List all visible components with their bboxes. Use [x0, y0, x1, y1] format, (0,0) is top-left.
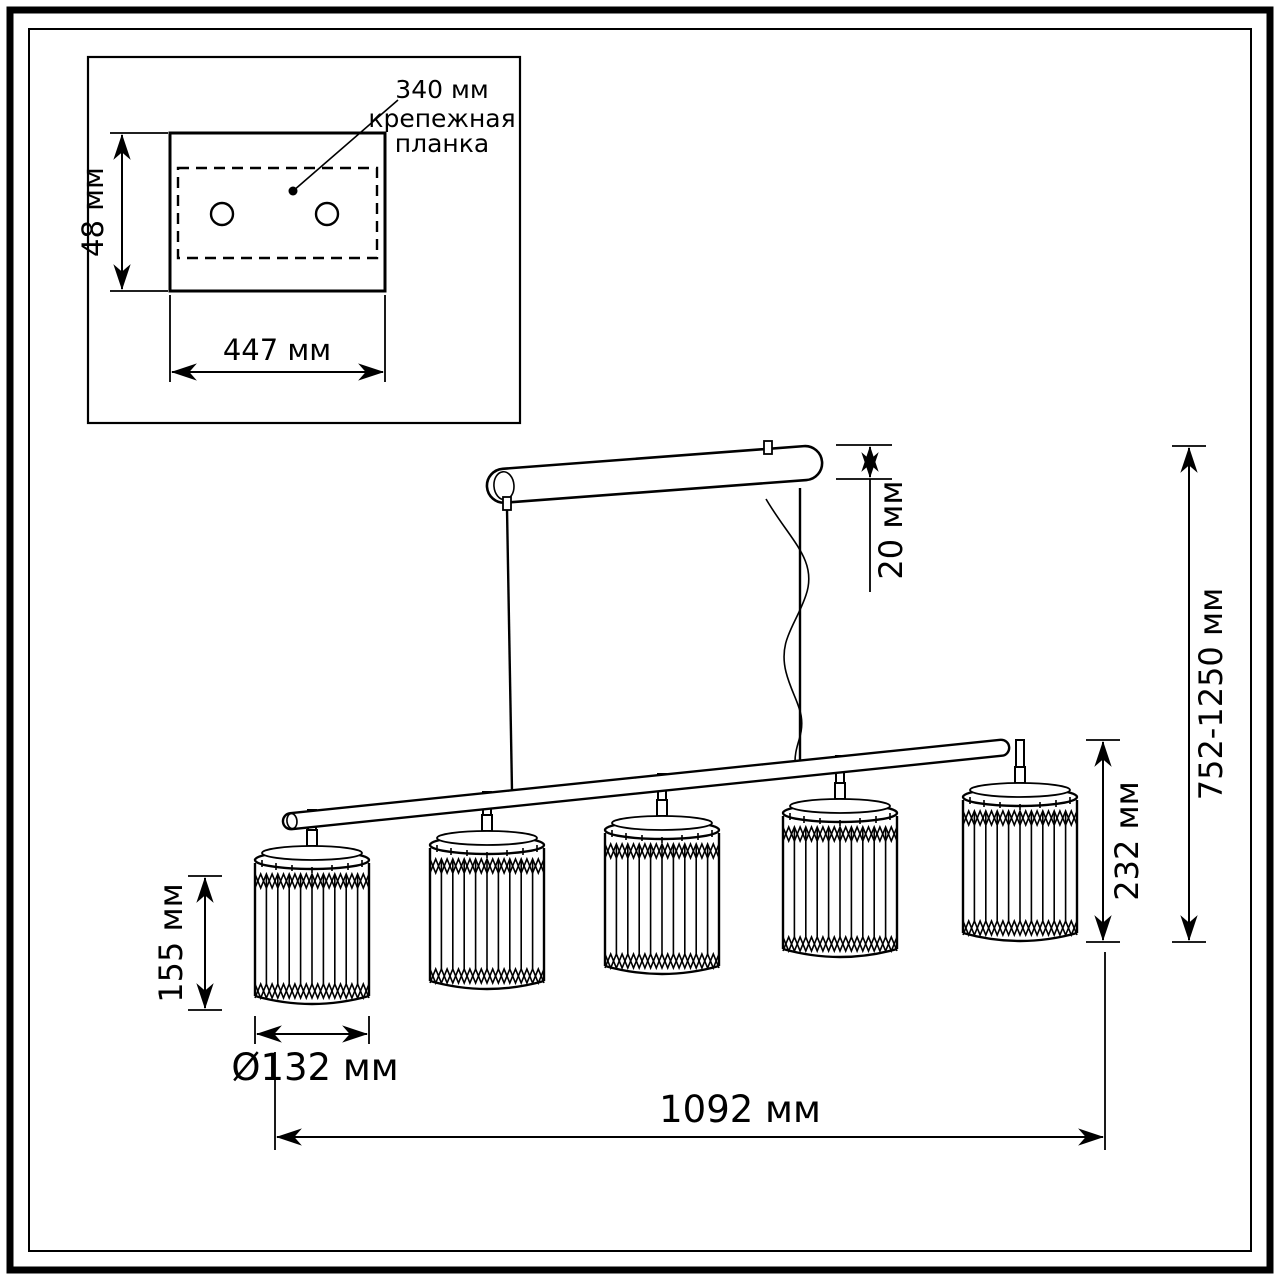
shade-diameter-label: Ø132 мм: [231, 1046, 398, 1089]
shade-5: [961, 765, 1079, 943]
dimension-total-width: 1092 мм: [274, 952, 1106, 1150]
outer-frame: [6, 6, 1274, 1274]
shade-3: [603, 798, 721, 976]
left-suspension-cable: [505, 508, 514, 792]
shade-2: [428, 813, 546, 991]
mounting-bracket-dashed: [176, 166, 379, 260]
shade-height-label: 155 мм: [152, 883, 190, 1003]
leader-line: [292, 99, 399, 192]
inner-frame: [28, 28, 1252, 1252]
canopy-height-label: 20 мм: [872, 480, 910, 579]
bracket-name-line1: крепежная: [368, 104, 515, 133]
plate-width-label: 447 мм: [223, 333, 331, 367]
drop-height-label: 232 мм: [1108, 781, 1146, 901]
shade-4: [781, 781, 899, 959]
plate-outline: [168, 131, 387, 293]
dimension-overall-height: 752-1250 мм: [1172, 445, 1230, 943]
dimension-canopy-height: 20 мм: [836, 444, 910, 592]
plate-height-label: 48 мм: [76, 167, 110, 257]
overall-height-label: 752-1250 мм: [1192, 588, 1230, 801]
dimension-shade-height: 155 мм: [152, 875, 222, 1011]
mounting-plate-inset: 340 мм крепежная планка 48 мм 447 мм: [76, 55, 522, 425]
dimension-shade-diameter: Ø132 мм: [231, 1016, 399, 1089]
power-cord: [765, 498, 810, 763]
dimension-plate-width: 447 мм: [169, 295, 386, 382]
mounting-hole-right: [314, 201, 340, 227]
total-width-label: 1092 мм: [659, 1088, 821, 1131]
fixture-bar: [281, 738, 1011, 831]
dimension-drop-height: 232 мм: [1086, 739, 1146, 943]
shade-1: [253, 828, 371, 1006]
dimension-plate-height: 48 мм: [76, 132, 168, 292]
cable-top-fitting: [502, 496, 512, 511]
fixture-drawing: [253, 440, 1079, 1006]
bracket-name-line2: планка: [395, 129, 489, 158]
bracket-length-label: 340 мм: [395, 75, 488, 104]
mounting-hole-left: [209, 201, 235, 227]
cord-top-fitting: [763, 440, 773, 455]
